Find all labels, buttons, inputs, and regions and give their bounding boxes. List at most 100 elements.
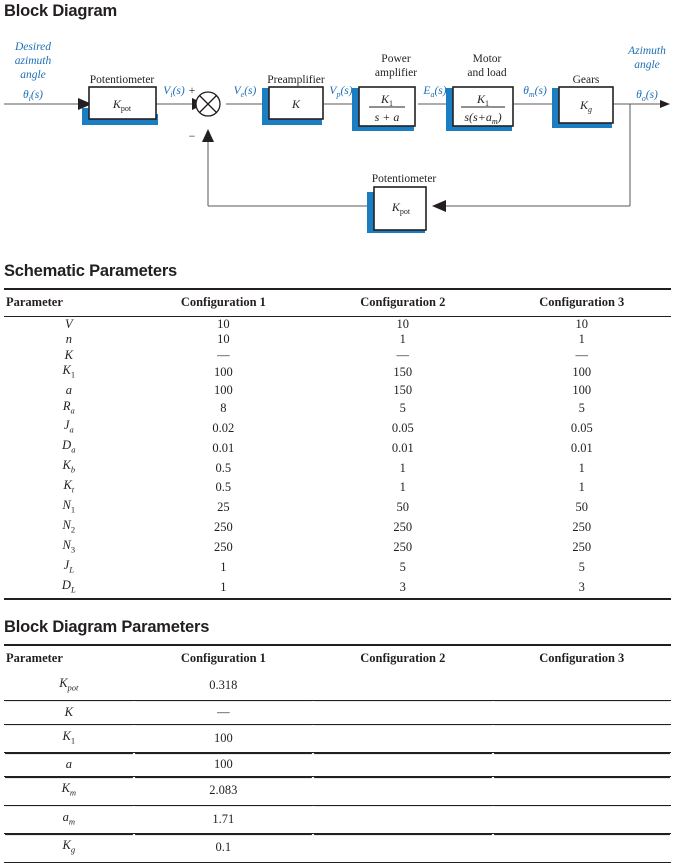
cell-config-3: [492, 833, 671, 863]
cell-config-3: 100: [572, 383, 592, 398]
cell-config-3: [492, 805, 671, 834]
cell-config-1: 100: [133, 752, 314, 777]
block-label-potentiometer-1: Potentiometer: [90, 74, 155, 86]
cell-config-1: 0.5: [215, 460, 232, 475]
cell-config-1: 8: [220, 400, 227, 415]
cell-config-3: 10: [575, 317, 589, 331]
cell-config-3: —: [575, 347, 589, 362]
cell-config-3: [492, 776, 671, 806]
cell-config-1: 2.083: [133, 776, 314, 806]
block-label-power-amplifier-line2: amplifier: [375, 67, 417, 79]
cell-config-1: 0.1: [133, 833, 314, 863]
cell-config-2: 0.05: [391, 420, 414, 435]
cell-config-2: [313, 833, 493, 863]
cell-parameter: V: [64, 317, 73, 331]
cell-config-1: 100: [133, 724, 314, 753]
cell-config-1: 1.71: [133, 805, 314, 834]
cell-config-2: 150: [393, 365, 413, 380]
block-label-power-amplifier-line1: Power: [381, 53, 411, 65]
cell-config-3: 0.05: [570, 420, 593, 435]
cell-config-2: [313, 805, 493, 834]
block-label-motor-line2: and load: [467, 67, 507, 79]
column-header-config-1: Configuration 1: [180, 295, 266, 309]
summing-minus-sign: −: [189, 129, 196, 143]
column-header-config-3: Configuration 3: [539, 651, 625, 665]
block-potentiometer-2: Potentiometer Kpot: [367, 173, 436, 233]
cell-config-1: 1: [220, 560, 227, 575]
block-preamplifier: Preamplifier K: [262, 74, 325, 125]
summing-plus-sign: +: [189, 83, 196, 97]
cell-config-3: 1: [578, 480, 585, 495]
page-title-schematic-parameters: Schematic Parameters: [4, 262, 178, 280]
block-label-potentiometer-2: Potentiometer: [372, 173, 437, 185]
cell-config-1: 250: [213, 540, 233, 555]
cell-parameter: JL: [63, 557, 74, 575]
block-expr-preamplifier: K: [291, 97, 301, 111]
output-label-line2: angle: [634, 59, 660, 71]
cell-config-2: 5: [399, 400, 406, 415]
cell-config-2: 1: [399, 460, 406, 475]
cell-config-2: 1: [399, 332, 406, 347]
cell-config-2: 250: [393, 520, 413, 535]
cell-config-2: 3: [399, 579, 406, 594]
cell-config-3: [492, 724, 671, 753]
cell-config-1: 100: [213, 365, 233, 380]
cell-config-2: [313, 672, 493, 701]
cell-config-2: 10: [396, 317, 410, 331]
page-title-block-diagram-parameters: Block Diagram Parameters: [4, 618, 210, 636]
output-labels: Azimuth angle θo(s): [627, 45, 666, 103]
output-label-line1: Azimuth: [627, 45, 666, 57]
cell-parameter: Ra: [62, 398, 75, 416]
cell-config-1: 0.02: [212, 420, 235, 435]
cell-config-1: 10: [217, 317, 230, 331]
signal-vi: Vi(s): [163, 85, 185, 99]
column-header-parameter: Parameter: [6, 295, 63, 309]
input-label-line2: azimuth: [15, 55, 52, 67]
column-header-config-2: Configuration 2: [360, 651, 446, 665]
cell-parameter: a: [65, 383, 72, 398]
cell-parameter: a: [4, 752, 134, 777]
cell-parameter: n: [65, 332, 72, 347]
block-power-amplifier: Power amplifier K1 s + a: [352, 53, 417, 131]
cell-config-3: 0.01: [570, 440, 593, 455]
cell-parameter: N2: [62, 517, 76, 535]
signal-labels: Vi(s) Ve(s) Vp(s) Ea(s) θm(s): [163, 85, 547, 99]
feedback-path-wires: [207, 104, 631, 207]
cell-config-3: 250: [572, 540, 592, 555]
table-row: V 10 10 10: [4, 317, 671, 333]
column-header-config-3: Configuration 3: [539, 295, 625, 309]
table-header-row: Parameter Configuration 1 Configuration …: [4, 289, 671, 317]
cell-config-1: 25: [217, 500, 230, 515]
cell-config-1: —: [133, 700, 314, 725]
cell-config-2: —: [396, 347, 410, 362]
input-signal-theta-i: θi(s): [23, 89, 43, 103]
cell-parameter: DL: [61, 577, 76, 595]
column-header-config-2: Configuration 2: [360, 295, 446, 309]
cell-config-3: 1: [578, 332, 585, 347]
column-header-config-1: Configuration 1: [180, 651, 266, 665]
cell-config-3: 250: [572, 520, 592, 535]
page-title-block-diagram: Block Diagram: [4, 2, 117, 20]
cell-config-2: 0.01: [391, 440, 414, 455]
table-row: K———: [4, 348, 671, 363]
cell-config-3: 3: [578, 579, 585, 594]
cell-parameter: Da: [62, 438, 76, 455]
cell-config-2: [313, 752, 493, 777]
cell-config-3: [492, 700, 671, 725]
signal-vp: Vp(s): [329, 85, 352, 99]
signal-theta-m: θm(s): [523, 85, 547, 99]
cell-parameter: Kg: [4, 833, 134, 863]
cell-config-2: [313, 724, 493, 753]
